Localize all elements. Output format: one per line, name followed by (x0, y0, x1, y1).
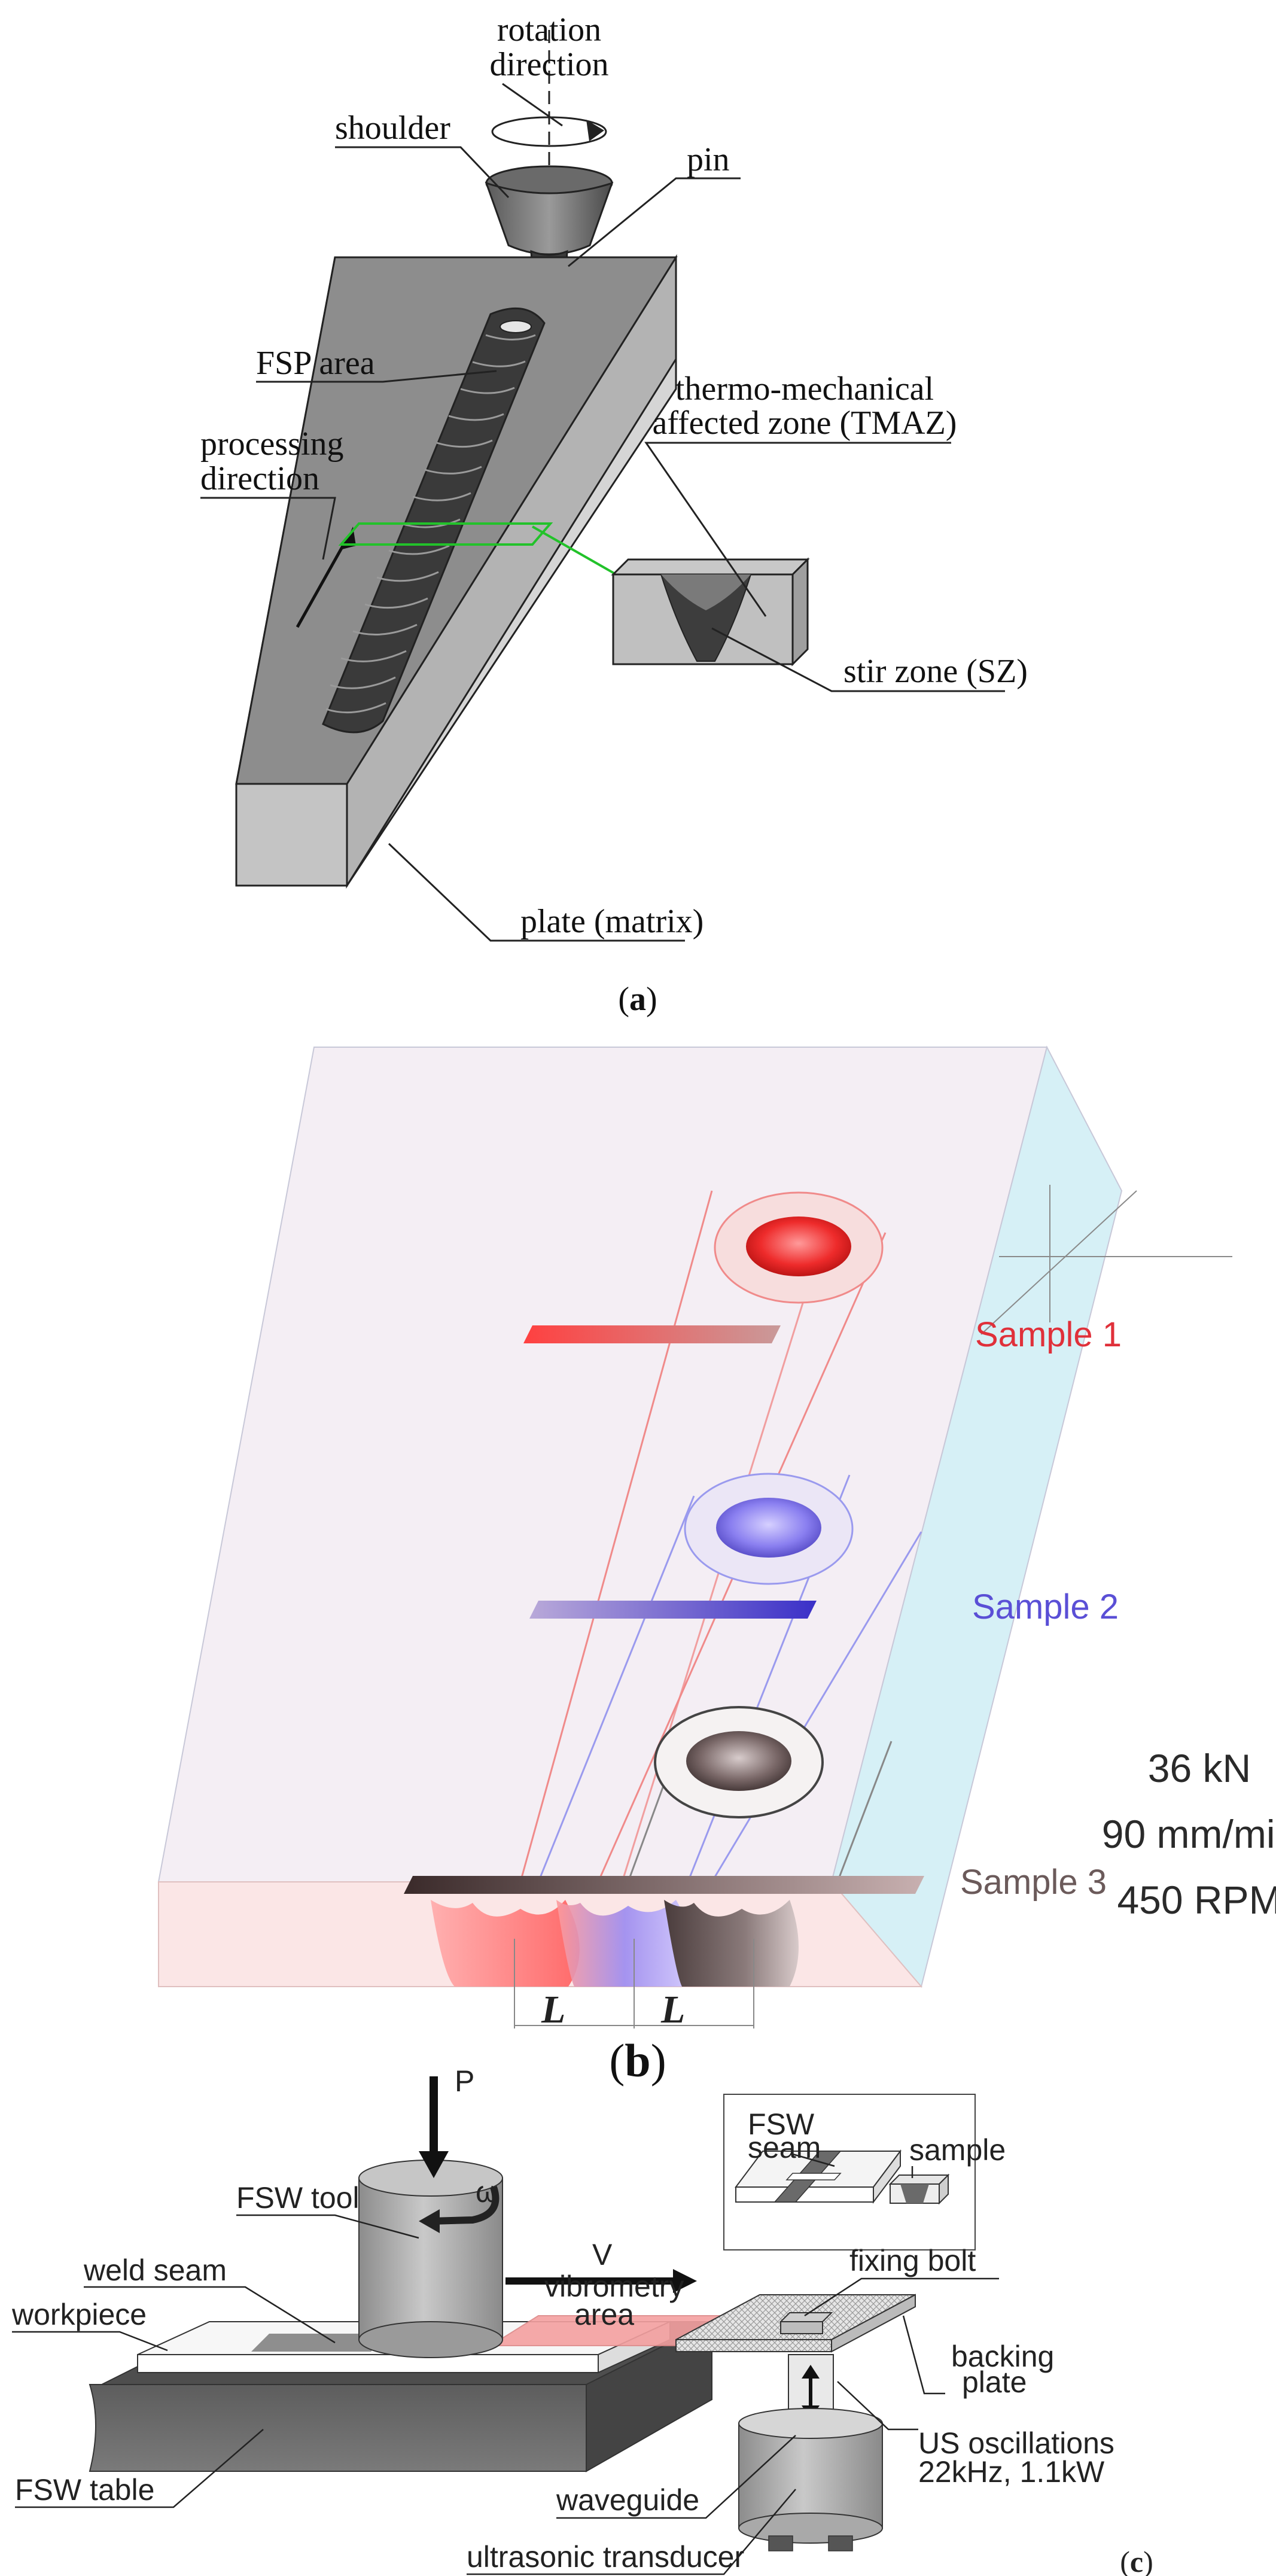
param-speed: 90 mm/min (1102, 1812, 1276, 1856)
caption-c: (c) (1120, 2545, 1153, 2576)
caption-b: (b) (609, 2034, 666, 2087)
label-transducer: ultrasonic transducer (467, 2540, 744, 2574)
label-rotation-2: direction (489, 46, 608, 83)
weld-blob-2 (556, 1900, 693, 1987)
inset-seam-leader (792, 2153, 835, 2167)
label-fsw-tool: FSW tool (236, 2181, 360, 2215)
leader-plate (388, 843, 685, 942)
leader-fsp-area (256, 370, 497, 383)
leader-transducer (467, 2489, 796, 2575)
fixing-bolt (779, 2312, 833, 2334)
sample-label-1: Sample 1 (975, 1315, 1122, 1354)
leader-fsw-table (15, 2429, 264, 2508)
leader-stir-zone (711, 627, 1005, 692)
cross-section-block (611, 557, 810, 667)
label-processing-1: processing (200, 425, 344, 463)
inset-sample: sample (909, 2133, 1006, 2167)
weld-seam-shape (251, 2334, 389, 2352)
param-rpm: 450 RPM (1117, 1878, 1276, 1922)
fsp-area-stripe (322, 307, 546, 734)
weld-blob-1 (431, 1900, 580, 1987)
sample-label-3: Sample 3 (960, 1863, 1107, 1902)
label-backing-2: plate (962, 2365, 1027, 2399)
fsw-tool-cylinder (358, 2160, 503, 2358)
disc-1 (746, 1216, 851, 1276)
label-us-1: US oscillations (918, 2426, 1114, 2460)
label-v: V (592, 2238, 613, 2271)
sample-strip-3 (404, 1876, 924, 1894)
label-workpiece: workpiece (11, 2298, 147, 2331)
disc-2 (716, 1498, 821, 1558)
inset-seam-1: FSW (748, 2107, 815, 2141)
spacing-marks (514, 1939, 754, 2028)
label-shoulder: shoulder (335, 110, 450, 147)
caption-a: (a) (618, 981, 657, 1018)
panel-b: L L Sample 1 Sample 2 Sample 3 36 kN 90 … (157, 1045, 1276, 2087)
leader-weld-seam (84, 2286, 336, 2344)
label-us-2: 22kHz, 1.1kW (918, 2455, 1105, 2489)
label-processing-2: direction (200, 460, 319, 497)
label-backing-1: backing (951, 2340, 1054, 2373)
label-tmaz-2: affected zone (TMAZ) (653, 405, 957, 442)
section-plane (338, 522, 553, 546)
panel-a: rotation direction shoulder pin FSP area… (200, 11, 1028, 1018)
param-force: 36 kN (1148, 1746, 1251, 1790)
leader-rotation (502, 83, 563, 127)
label-fsw-table: FSW table (15, 2473, 154, 2507)
label-vibrometry-1: vibrometry (544, 2270, 684, 2303)
leader-shoulder (335, 146, 510, 199)
tool-rotation-arrow (430, 2186, 500, 2225)
sample-strip-2 (529, 1601, 817, 1619)
label-fixing-bolt: fixing bolt (849, 2244, 976, 2277)
leader-us (837, 2381, 918, 2431)
label-fsp-area: FSP area (256, 345, 375, 382)
sample-strip-1 (523, 1325, 781, 1343)
sample-label-2: Sample 2 (972, 1587, 1119, 1626)
spacing-label-2: L (660, 1988, 685, 2031)
axis-cross (980, 1185, 1232, 1335)
leader-fsw-tool (236, 2214, 419, 2239)
leader-tmaz (644, 442, 951, 617)
label-rotation-1: rotation (497, 11, 601, 48)
disc-3 (686, 1731, 791, 1791)
leader-backing (902, 2315, 945, 2395)
label-p: P (455, 2064, 474, 2098)
rotation-arrowhead (586, 120, 604, 141)
label-tmaz-1: thermo-mechanical (675, 370, 934, 407)
label-waveguide: waveguide (556, 2483, 699, 2517)
label-vibrometry-2: area (574, 2298, 634, 2331)
label-pin: pin (687, 141, 730, 178)
transducer-shape (738, 2408, 883, 2551)
label-stir-zone: stir zone (SZ) (843, 653, 1028, 690)
spacing-label-1: L (541, 1988, 565, 2031)
processing-arrow (296, 537, 349, 628)
label-omega: ω (476, 2175, 499, 2209)
leader-workpiece (12, 2331, 168, 2352)
leader-fixing-bolt (804, 2277, 999, 2317)
label-plate: plate (matrix) (520, 903, 704, 940)
leader-processing (200, 497, 336, 560)
leader-pin (568, 177, 741, 267)
leader-waveguide (556, 2435, 796, 2519)
panel-c: FSW seam sample (11, 2064, 1153, 2576)
weld-blob-3 (664, 1900, 799, 1987)
label-weld-seam: weld seam (83, 2253, 227, 2287)
